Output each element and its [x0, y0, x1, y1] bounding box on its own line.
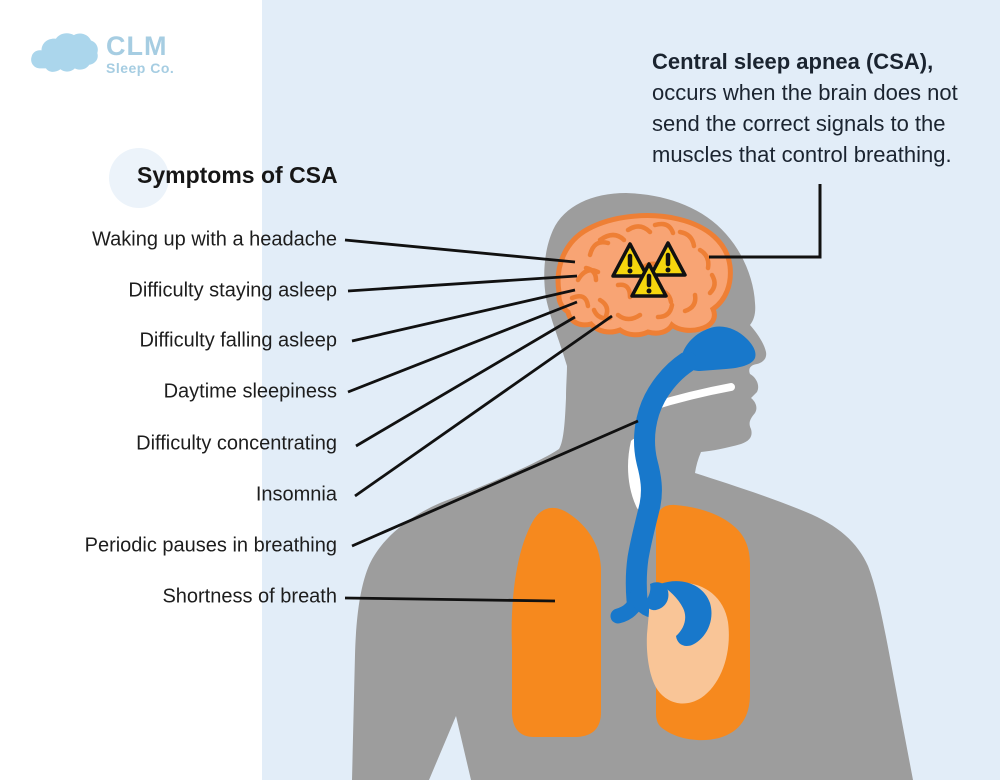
left-lung [511, 507, 601, 737]
symptom-label-periodic-pauses: Periodic pauses in breathing [84, 534, 337, 557]
warning-icon [649, 241, 687, 277]
heart-vessel [660, 581, 712, 646]
csa-description: Central sleep apnea (CSA), occurs when t… [652, 46, 992, 170]
warning-icons [611, 241, 687, 298]
callout-line-periodic-pauses [351, 419, 639, 548]
page-title: Symptoms of CSA [137, 162, 338, 188]
symptom-label-concentrating: Difficulty concentrating [136, 432, 337, 455]
description-line: send the correct signals to the [652, 111, 946, 136]
symptom-label-headache: Waking up with a headache [92, 228, 337, 251]
callout-line-daytime-sleepiness [347, 300, 578, 394]
cloud-icon [31, 33, 98, 72]
warning-icon [611, 242, 649, 278]
description-line: occurs when the brain does not [652, 80, 958, 105]
decorative-circle [109, 148, 169, 208]
description-line: muscles that control breathing. [652, 142, 952, 167]
logo-company: CLM [106, 30, 168, 61]
nasal-airway [683, 326, 756, 371]
logo: CLM Sleep Co. [28, 30, 174, 78]
trachea [625, 351, 698, 611]
callout-line-headache [344, 238, 576, 264]
symptom-label-falling-asleep: Difficulty falling asleep [139, 329, 337, 352]
symptom-label-staying-asleep: Difficulty staying asleep [128, 279, 337, 302]
warning-icon [630, 262, 668, 298]
callout-line-description [709, 184, 822, 259]
callout-line-staying-asleep [347, 274, 578, 293]
symptom-label-insomnia: Insomnia [255, 483, 337, 506]
callout-line-falling-asleep [351, 288, 576, 343]
callout-lines [344, 184, 822, 603]
callout-line-concentrating [355, 315, 576, 448]
callout-line-shortness [344, 596, 556, 603]
symptom-label-daytime-sleepiness: Daytime sleepiness [163, 380, 337, 403]
symptom-label-shortness: Shortness of breath [162, 585, 337, 608]
heart-vessel-small [646, 582, 669, 611]
description-heading: Central sleep apnea (CSA), [652, 49, 934, 74]
logo-tagline: Sleep Co. [106, 59, 175, 76]
callout-line-insomnia [354, 314, 613, 498]
